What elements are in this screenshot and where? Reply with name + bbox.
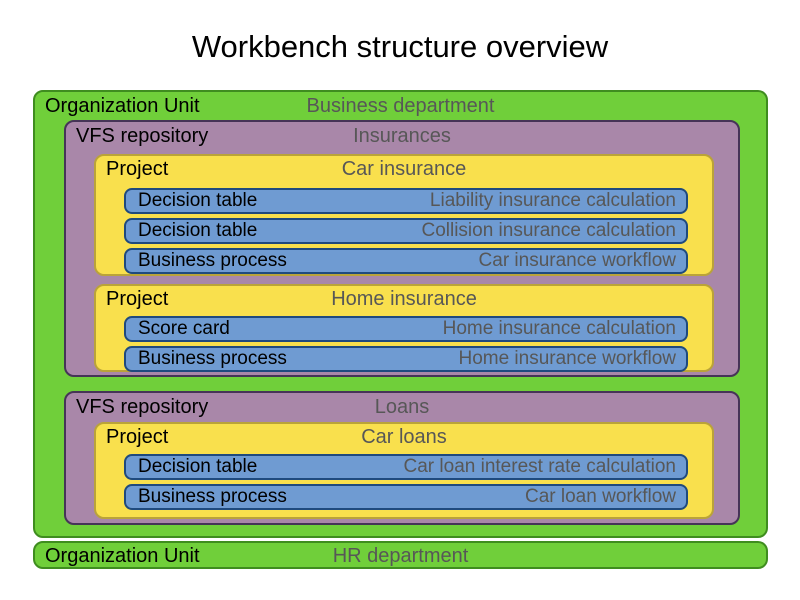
repository-name: Loans <box>374 396 430 418</box>
project-type-label: Project <box>106 288 169 310</box>
diagram-title: Workbench structure overview <box>191 29 609 64</box>
org-unit-type-label: Organization Unit <box>45 95 200 117</box>
asset-row: Decision table Collision insurance calcu… <box>124 218 688 244</box>
asset-type-label: Decision table <box>138 456 258 477</box>
asset-type-label: Decision table <box>138 220 258 241</box>
org-unit-name: Business department <box>306 95 495 117</box>
project-type-label: Project <box>106 158 169 180</box>
org-unit-box-hr: Organization Unit HR department <box>33 541 768 569</box>
asset-type-label: Business process <box>138 486 287 507</box>
project-name: Car loans <box>361 426 447 448</box>
org-unit-name: HR department <box>332 545 469 567</box>
asset-type-label: Decision table <box>138 190 258 211</box>
asset-name: Collision insurance calculation <box>421 220 676 241</box>
project-box-car-insurance: Project Car insurance Decision table Lia… <box>94 154 714 276</box>
asset-row: Business process Car insurance workflow <box>124 248 688 274</box>
asset-name: Liability insurance calculation <box>429 190 676 211</box>
asset-row: Business process Car loan workflow <box>124 484 688 510</box>
asset-name: Home insurance calculation <box>442 318 676 339</box>
asset-name: Car insurance workflow <box>478 250 676 271</box>
repository-name: Insurances <box>353 125 451 147</box>
repository-type-label: VFS repository <box>76 125 209 147</box>
repository-box-loans: VFS repository Loans Project Car loans D… <box>64 391 740 525</box>
org-unit-type-label: Organization Unit <box>45 545 200 567</box>
repository-box-insurances: VFS repository Insurances Project Car in… <box>64 120 740 377</box>
asset-type-label: Score card <box>138 318 230 339</box>
asset-row: Decision table Liability insurance calcu… <box>124 188 688 214</box>
asset-row: Business process Home insurance workflow <box>124 346 688 372</box>
asset-name: Home insurance workflow <box>458 348 676 369</box>
project-name: Home insurance <box>331 288 477 310</box>
asset-name: Car loan workflow <box>525 486 676 507</box>
project-name: Car insurance <box>341 158 467 180</box>
asset-name: Car loan interest rate calculation <box>403 456 676 477</box>
asset-row: Score card Home insurance calculation <box>124 316 688 342</box>
project-type-label: Project <box>106 426 169 448</box>
repository-type-label: VFS repository <box>76 396 209 418</box>
project-box-home-insurance: Project Home insurance Score card Home i… <box>94 284 714 372</box>
asset-type-label: Business process <box>138 250 287 271</box>
org-unit-box-business: Organization Unit Business department VF… <box>33 90 768 538</box>
project-box-car-loans: Project Car loans Decision table Car loa… <box>94 422 714 519</box>
asset-type-label: Business process <box>138 348 287 369</box>
asset-row: Decision table Car loan interest rate ca… <box>124 454 688 480</box>
